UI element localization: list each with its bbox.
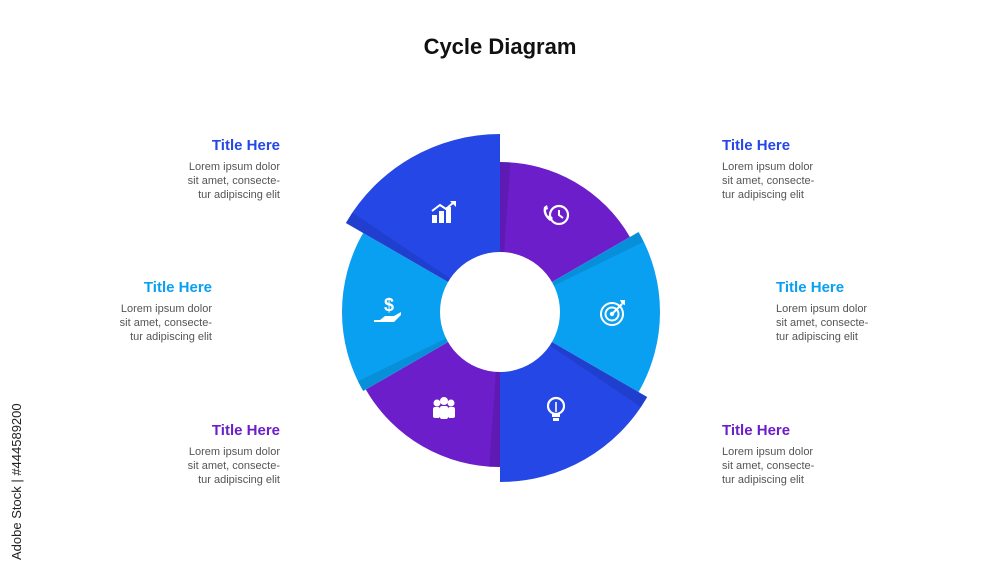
- block-title: Title Here: [211, 422, 280, 439]
- growth-chart-icon: [431, 201, 456, 224]
- target-icon: [600, 300, 625, 326]
- ring-arrowhead: [451, 315, 467, 327]
- block-text-line: tur adipiscing elit: [130, 331, 212, 343]
- block-text-line: sit amet, consecte-: [722, 460, 815, 472]
- stock-watermark: Adobe Stock | #444589200: [9, 320, 26, 560]
- block-text-line: tur adipiscing elit: [722, 189, 804, 201]
- text-block-bottom-left: Title Here Lorem ipsum dolor sit amet, c…: [90, 422, 280, 487]
- block-text: Lorem ipsum dolor sit amet, consecte- tu…: [90, 160, 280, 202]
- block-text-line: tur adipiscing elit: [198, 189, 280, 201]
- block-text-line: tur adipiscing elit: [198, 474, 280, 486]
- diagram-title: Cycle Diagram: [423, 34, 577, 59]
- block-text-line: sit amet, consecte-: [722, 175, 815, 187]
- block-text-line: Lorem ipsum dolor: [188, 446, 280, 458]
- segment-1: [500, 162, 630, 285]
- block-text: Lorem ipsum dolor sit amet, consecte- tu…: [722, 445, 912, 487]
- block-text-line: Lorem ipsum dolor: [722, 161, 814, 173]
- watermark-text: Adobe Stock | #444589200: [9, 403, 24, 560]
- ring-arrowhead: [533, 297, 549, 309]
- money-hand-icon: $: [374, 295, 401, 322]
- segment-2: [547, 232, 661, 392]
- segment-6: [345, 134, 500, 285]
- ring-arc: [454, 266, 491, 303]
- text-block-mid-left: Title Here Lorem ipsum dolor sit amet, c…: [22, 279, 212, 344]
- segment-shadow: [547, 232, 644, 288]
- segment-shadow: [489, 366, 500, 467]
- block-title: Title Here: [722, 137, 791, 154]
- team-icon: [433, 396, 455, 419]
- block-title: Title Here: [722, 422, 791, 439]
- ring-arrowhead: [503, 345, 515, 361]
- text-block-top-right: Title Here Lorem ipsum dolor sit amet, c…: [722, 137, 912, 202]
- segment-shadow: [357, 336, 453, 391]
- segment-shadow: [545, 339, 648, 408]
- text-block-mid-right: Title Here Lorem ipsum dolor sit amet, c…: [776, 279, 966, 344]
- block-text-line: sit amet, consecte-: [119, 317, 212, 329]
- ring-arc: [454, 321, 491, 358]
- block-text-line: Lorem ipsum dolor: [776, 303, 868, 315]
- block-text-line: sit amet, consecte-: [776, 317, 869, 329]
- block-text-line: sit amet, consecte-: [187, 460, 280, 472]
- block-title: Title Here: [776, 279, 845, 296]
- block-text-line: tur adipiscing elit: [776, 331, 858, 343]
- segment-5: [342, 233, 453, 391]
- block-text: Lorem ipsum dolor sit amet, consecte- tu…: [776, 302, 966, 344]
- block-text-line: Lorem ipsum dolor: [188, 161, 280, 173]
- segment-shadow: [345, 212, 455, 285]
- block-text: Lorem ipsum dolor sit amet, consecte- tu…: [22, 302, 212, 344]
- segment-3: [500, 339, 648, 482]
- block-title: Title Here: [211, 137, 280, 154]
- ring-arrowhead: [485, 263, 497, 279]
- segment-4: [365, 339, 500, 467]
- ring-arc: [509, 321, 546, 358]
- ring-arc: [509, 266, 546, 303]
- segment-shadow: [500, 162, 511, 258]
- block-title: Title Here: [143, 279, 212, 296]
- block-text-line: sit amet, consecte-: [187, 175, 280, 187]
- center-ring: [440, 252, 560, 372]
- text-block-bottom-right: Title Here Lorem ipsum dolor sit amet, c…: [722, 422, 912, 487]
- block-text: Lorem ipsum dolor sit amet, consecte- tu…: [90, 445, 280, 487]
- block-text-line: tur adipiscing elit: [722, 474, 804, 486]
- text-block-top-left: Title Here Lorem ipsum dolor sit amet, c…: [90, 137, 280, 202]
- cycle-arrows-icon: [451, 263, 549, 361]
- svg-text:$: $: [384, 295, 394, 315]
- lightbulb-icon: [546, 396, 566, 421]
- block-text: Lorem ipsum dolor sit amet, consecte- tu…: [722, 160, 912, 202]
- phone-clock-icon: [543, 204, 570, 226]
- block-text-line: Lorem ipsum dolor: [722, 446, 814, 458]
- block-text-line: Lorem ipsum dolor: [120, 303, 212, 315]
